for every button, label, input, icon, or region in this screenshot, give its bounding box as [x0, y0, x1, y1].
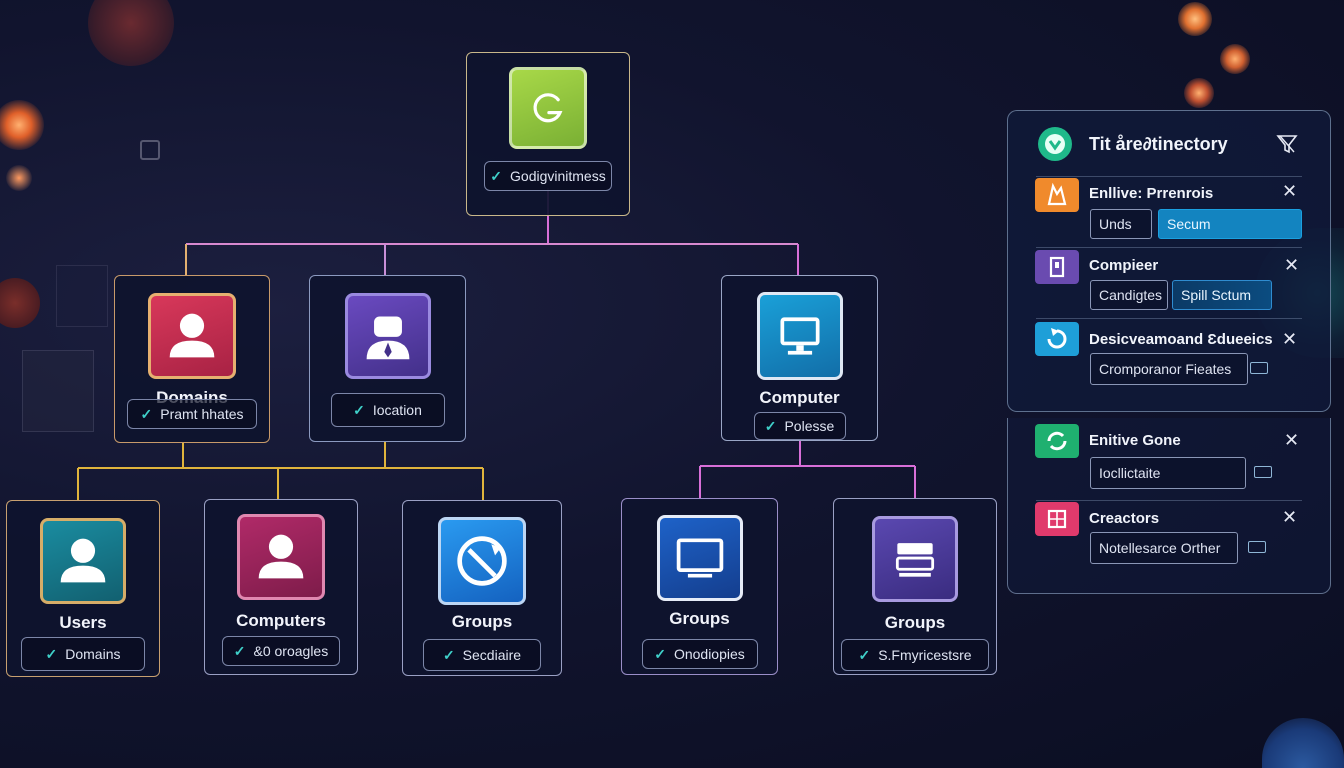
check-icon: ✓	[764, 417, 777, 434]
section-label: Desicveamoand Ɛdueeics	[1089, 331, 1273, 348]
section-field[interactable]: Iocllictaite	[1090, 457, 1246, 489]
check-icon: ✓	[858, 646, 871, 663]
g-logo-icon	[509, 67, 587, 149]
section-field[interactable]: Notellesarce Orther	[1090, 532, 1238, 564]
check-icon: ✓	[654, 645, 666, 662]
user-icon	[237, 514, 325, 600]
chip-label: Pramt hhates	[160, 406, 244, 422]
refresh-icon	[1035, 424, 1079, 458]
check-icon: ✓	[353, 401, 365, 418]
close-icon[interactable]: ✕	[1282, 181, 1298, 201]
chip-label: Iocation	[372, 402, 422, 418]
user-icon	[148, 293, 236, 379]
node-groups-3[interactable]: Groups ✓ S.Fmyricestsre	[833, 498, 997, 675]
field-action-icon[interactable]	[1248, 541, 1266, 553]
node-title: Computer	[759, 388, 840, 407]
chip-label: Domains	[65, 646, 121, 662]
section-field[interactable]: Candigtes	[1090, 280, 1168, 310]
node-users[interactable]: Users ✓ Domains	[6, 500, 160, 677]
section-field[interactable]: Unds	[1090, 209, 1152, 239]
node-domains[interactable]: Domains ✓ Pramt hhates	[114, 275, 270, 443]
check-icon: ✓	[233, 642, 246, 659]
node-chip[interactable]: ✓ Domains	[21, 637, 145, 671]
check-icon: ✓	[442, 646, 455, 663]
node-chip[interactable]: ✓ Onodiopies	[641, 639, 758, 669]
node-location[interactable]: ✓ Iocation	[309, 275, 466, 442]
document-icon	[1035, 250, 1079, 284]
divider	[1036, 176, 1302, 177]
panel-title: Tit åre∂tinectory	[1089, 134, 1228, 154]
close-icon[interactable]: ✕	[1282, 329, 1298, 349]
node-computer[interactable]: Computer ✓ Polesse	[721, 275, 878, 441]
check-icon: ✓	[140, 405, 153, 422]
field-action-icon[interactable]	[1250, 362, 1268, 374]
refresh-globe-icon	[438, 517, 526, 605]
grid-icon	[1035, 502, 1079, 536]
root-node[interactable]: ✓ Godigvinitmess	[466, 52, 630, 216]
monitor-icon	[656, 515, 743, 601]
chip-label: Polesse	[784, 418, 835, 434]
section-field[interactable]: Spill Sctum	[1172, 280, 1272, 310]
node-title: Groups	[669, 609, 730, 628]
root-chip-label: Godigvinitmess	[510, 168, 606, 184]
panel-title-icon	[1038, 127, 1072, 161]
node-chip[interactable]: ✓ Polesse	[753, 412, 846, 440]
check-icon: ✓	[490, 167, 503, 184]
section-label: Enitive Gone	[1089, 432, 1181, 449]
root-chip[interactable]: ✓ Godigvinitmess	[484, 161, 612, 191]
node-chip[interactable]: ✓ S.Fmyricestsre	[841, 639, 989, 671]
sync-icon	[1035, 322, 1079, 356]
node-computers[interactable]: Computers ✓ &0 oroagles	[204, 499, 358, 675]
chevron-badge-icon	[1045, 134, 1065, 154]
node-chip[interactable]: ✓ &0 oroagles	[222, 636, 340, 666]
filter-icon[interactable]	[1276, 133, 1298, 155]
chip-label: S.Fmyricestsre	[878, 647, 972, 663]
person-tie-icon	[344, 293, 431, 379]
close-icon[interactable]: ✕	[1284, 255, 1300, 275]
check-icon: ✓	[45, 645, 58, 662]
node-chip[interactable]: ✓ Pramt hhates	[127, 399, 257, 429]
section-field[interactable]: Cromporanor Fieates	[1090, 353, 1248, 385]
close-icon[interactable]: ✕	[1282, 507, 1298, 527]
divider	[1036, 247, 1302, 248]
fire-icon	[1035, 178, 1079, 212]
monitor-icon	[756, 292, 843, 380]
server-icon	[872, 516, 958, 602]
section-label: Compieer	[1089, 257, 1159, 274]
field-action-icon[interactable]	[1254, 466, 1272, 478]
divider	[1036, 318, 1302, 319]
node-chip[interactable]: ✓ Iocation	[330, 393, 445, 427]
node-title: Computers	[236, 611, 326, 630]
node-chip[interactable]: ✓ Secdiaire	[423, 639, 541, 671]
user-icon	[40, 518, 126, 604]
section-field[interactable]: Secum	[1158, 209, 1302, 239]
chip-label: Secdiaire	[462, 647, 522, 663]
chip-label: &0 oroagles	[253, 643, 329, 659]
node-title: Users	[59, 613, 107, 632]
chip-label: Onodiopies	[673, 646, 745, 662]
section-label: Creactors	[1089, 510, 1160, 527]
node-groups-2[interactable]: Groups ✓ Onodiopies	[621, 498, 778, 675]
divider	[1036, 500, 1302, 501]
node-groups-1[interactable]: Groups ✓ Secdiaire	[402, 500, 562, 676]
section-label: Enllive: Prrenrois	[1089, 185, 1214, 202]
node-title: Groups	[451, 612, 513, 631]
node-title: Groups	[884, 613, 946, 632]
close-icon[interactable]: ✕	[1284, 430, 1300, 450]
